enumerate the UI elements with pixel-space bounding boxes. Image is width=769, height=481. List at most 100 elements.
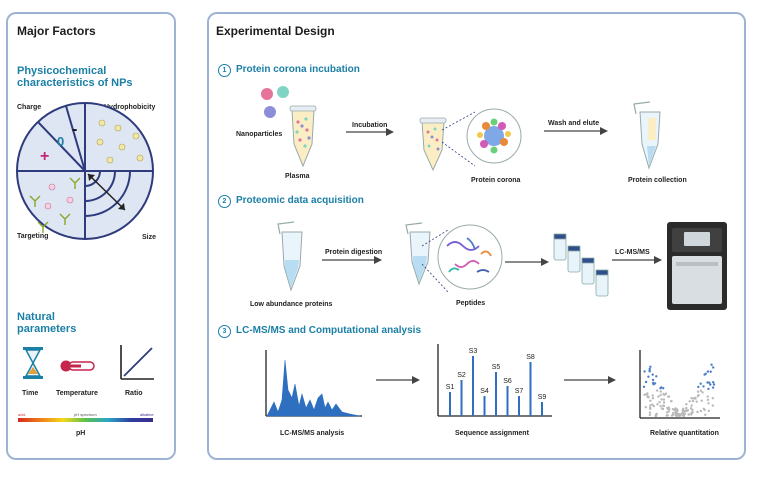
step2-number: 2 <box>218 195 231 208</box>
volcano-point <box>706 370 710 373</box>
volcano-point <box>702 407 705 410</box>
volcano-point <box>644 406 647 409</box>
peak-label-s3: S3 <box>469 348 478 355</box>
volcano-point <box>699 382 702 385</box>
volcano-point <box>678 414 681 417</box>
volcano-point <box>682 410 686 413</box>
step3-number: 3 <box>218 325 231 338</box>
neutral-charge-symbol: 0 <box>57 134 65 149</box>
volcano-point <box>685 403 688 406</box>
volcano-plot <box>639 350 720 419</box>
volcano-point <box>642 385 646 388</box>
volcano-point <box>655 375 658 378</box>
np-characteristics-circle <box>16 102 154 240</box>
ph-mid-label: pH spectrum <box>74 412 97 417</box>
peptides-label: Peptides <box>456 300 486 307</box>
volcano-point <box>710 363 713 366</box>
wash-elute-arrow <box>544 127 608 135</box>
volcano-point <box>700 399 703 402</box>
volcano-point <box>683 412 687 415</box>
volcano-point <box>673 408 677 411</box>
volcano-point <box>667 395 671 398</box>
natural-title-line2: parameters <box>17 323 77 335</box>
volcano-point <box>690 404 693 407</box>
volcano-point <box>711 397 714 400</box>
volcano-point <box>662 398 666 401</box>
zoom-lines-2 <box>421 229 449 293</box>
volcano-point <box>709 370 712 373</box>
peak-label-s4: S4 <box>480 388 489 395</box>
volcano-point <box>707 402 710 405</box>
relative-quantitation-label: Relative quantitation <box>650 430 719 437</box>
volcano-point <box>708 381 711 384</box>
step1-title: Protein corona incubation <box>236 64 360 75</box>
temperature-label: Temperature <box>56 390 98 397</box>
volcano-point <box>695 400 698 403</box>
incubated-tube-icon <box>419 117 447 172</box>
protein-digestion-arrow <box>322 256 382 264</box>
volcano-point <box>656 389 659 392</box>
volcano-point <box>649 407 652 411</box>
collection-tube-icon <box>633 101 661 170</box>
volcano-point <box>651 394 654 397</box>
volcano-point <box>675 410 678 414</box>
to-instrument-arrow <box>612 256 662 264</box>
step3-title: LC-MS/MS and Computational analysis <box>236 325 422 336</box>
volcano-point <box>643 393 646 396</box>
volcano-point <box>662 404 666 408</box>
volcano-point <box>691 411 694 414</box>
size-label: Size <box>142 234 157 241</box>
volcano-point <box>686 409 690 412</box>
peak-label-s6: S6 <box>503 378 512 385</box>
volcano-point <box>651 403 654 406</box>
volcano-point <box>649 365 652 368</box>
volcano-point <box>682 407 685 410</box>
mass-spectrometer-icon <box>667 222 727 310</box>
volcano-point <box>712 383 716 386</box>
ratio-label: Ratio <box>125 390 143 397</box>
volcano-point <box>696 395 699 398</box>
volcano-point <box>645 393 648 396</box>
volcano-point <box>659 387 662 390</box>
volcano-point <box>660 407 664 410</box>
volcano-point <box>675 414 679 418</box>
ratio-chart-icon <box>120 345 154 380</box>
volcano-point <box>671 408 675 411</box>
incubation-arrow <box>346 128 394 136</box>
protein-digestion-label: Protein digestion <box>325 249 383 256</box>
protein-corona-label: Protein corona <box>471 177 521 184</box>
wash-elute-label: Wash and elute <box>548 120 600 127</box>
volcano-point <box>662 401 666 404</box>
volcano-point <box>665 411 669 414</box>
volcano-point <box>681 414 685 417</box>
volcano-point <box>651 378 655 382</box>
nanoparticles-label: Nanoparticles <box>236 131 283 138</box>
volcano-point <box>656 403 659 406</box>
volcano-point <box>694 397 697 400</box>
volcano-point <box>652 404 655 408</box>
volcano-point <box>711 386 715 389</box>
volcano-point <box>643 370 646 373</box>
volcano-point <box>649 399 652 402</box>
volcano-point <box>657 395 660 398</box>
volcano-point <box>654 414 658 418</box>
peak-label-s7: S7 <box>515 388 524 395</box>
volcano-point <box>644 380 648 384</box>
ph-acid-label: acid <box>18 412 26 417</box>
volcano-point <box>648 413 652 417</box>
low-abundance-label: Low abundance proteins <box>250 301 333 308</box>
plasma-label: Plasma <box>285 173 310 180</box>
volcano-point <box>709 383 712 386</box>
to-quant-arrow <box>564 376 616 384</box>
incubation-label: Incubation <box>352 122 388 129</box>
volcano-point <box>691 399 695 403</box>
volcano-point <box>704 413 707 416</box>
volcano-point <box>699 409 703 413</box>
targeting-label: Targeting <box>17 233 49 240</box>
ph-gradient-bar <box>18 418 153 422</box>
volcano-point <box>658 401 661 404</box>
hourglass-icon <box>23 347 43 379</box>
volcano-point <box>659 393 662 397</box>
ph-alkaline-label: alkaline <box>140 412 154 417</box>
